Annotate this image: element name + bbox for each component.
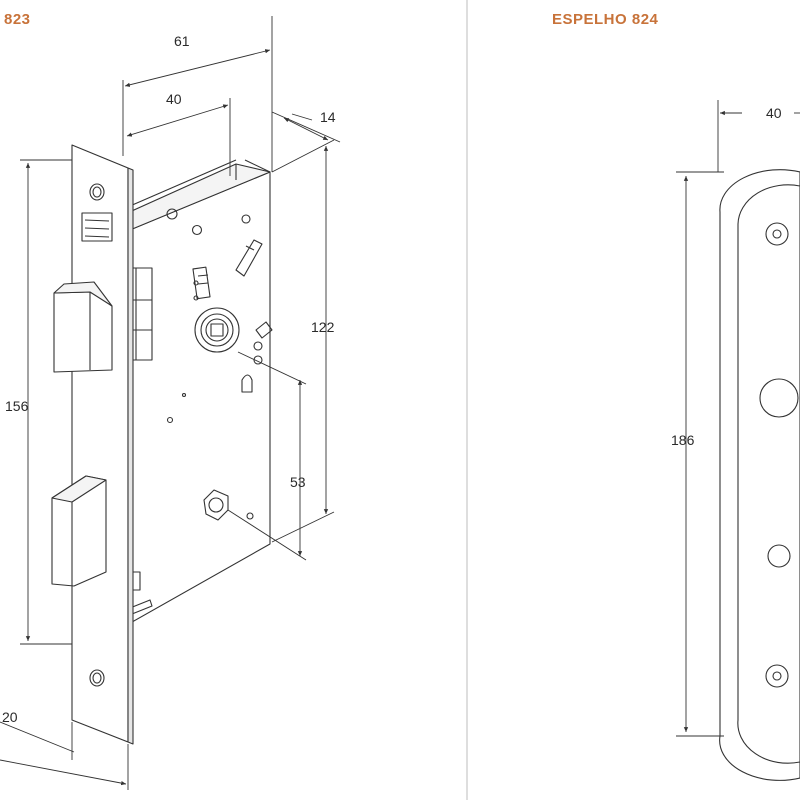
case-hole-1: [166, 208, 178, 220]
case-hole-2: [191, 224, 203, 236]
dim-escutcheon-height: 186: [671, 432, 695, 448]
case-hole-3: [241, 214, 251, 224]
escutcheon-dimensions: [676, 100, 800, 737]
lock-dimensions: [0, 16, 341, 790]
faceplate-screw-top: [89, 183, 105, 201]
latch: [53, 281, 113, 373]
escutcheon-knob-hole: [759, 378, 799, 418]
lock-case: [124, 171, 271, 627]
deadbolt: [51, 475, 107, 587]
dim-center-distance: 53: [290, 474, 306, 490]
dim-overall-width: 61: [174, 33, 190, 49]
dim-case-depth: 14: [320, 109, 336, 125]
dim-case-width: 40: [166, 91, 182, 107]
escutcheon-screw-top: [765, 222, 789, 246]
escutcheon-hole-middle: [767, 544, 791, 568]
follower-hub: [194, 307, 240, 353]
mortise-lock: [51, 144, 273, 745]
dim-case-height: 122: [311, 319, 335, 335]
left-title: 823: [4, 11, 31, 28]
escutcheon-plate: [719, 169, 800, 781]
right-title: ESPELHO 824: [552, 11, 659, 28]
dim-faceplate-width: 20: [2, 709, 18, 725]
dim-faceplate-height: 156: [5, 398, 29, 414]
dim-escutcheon-width: 40: [766, 105, 782, 121]
faceplate-screw-bottom: [89, 669, 105, 687]
escutcheon-screw-bottom: [765, 664, 789, 688]
